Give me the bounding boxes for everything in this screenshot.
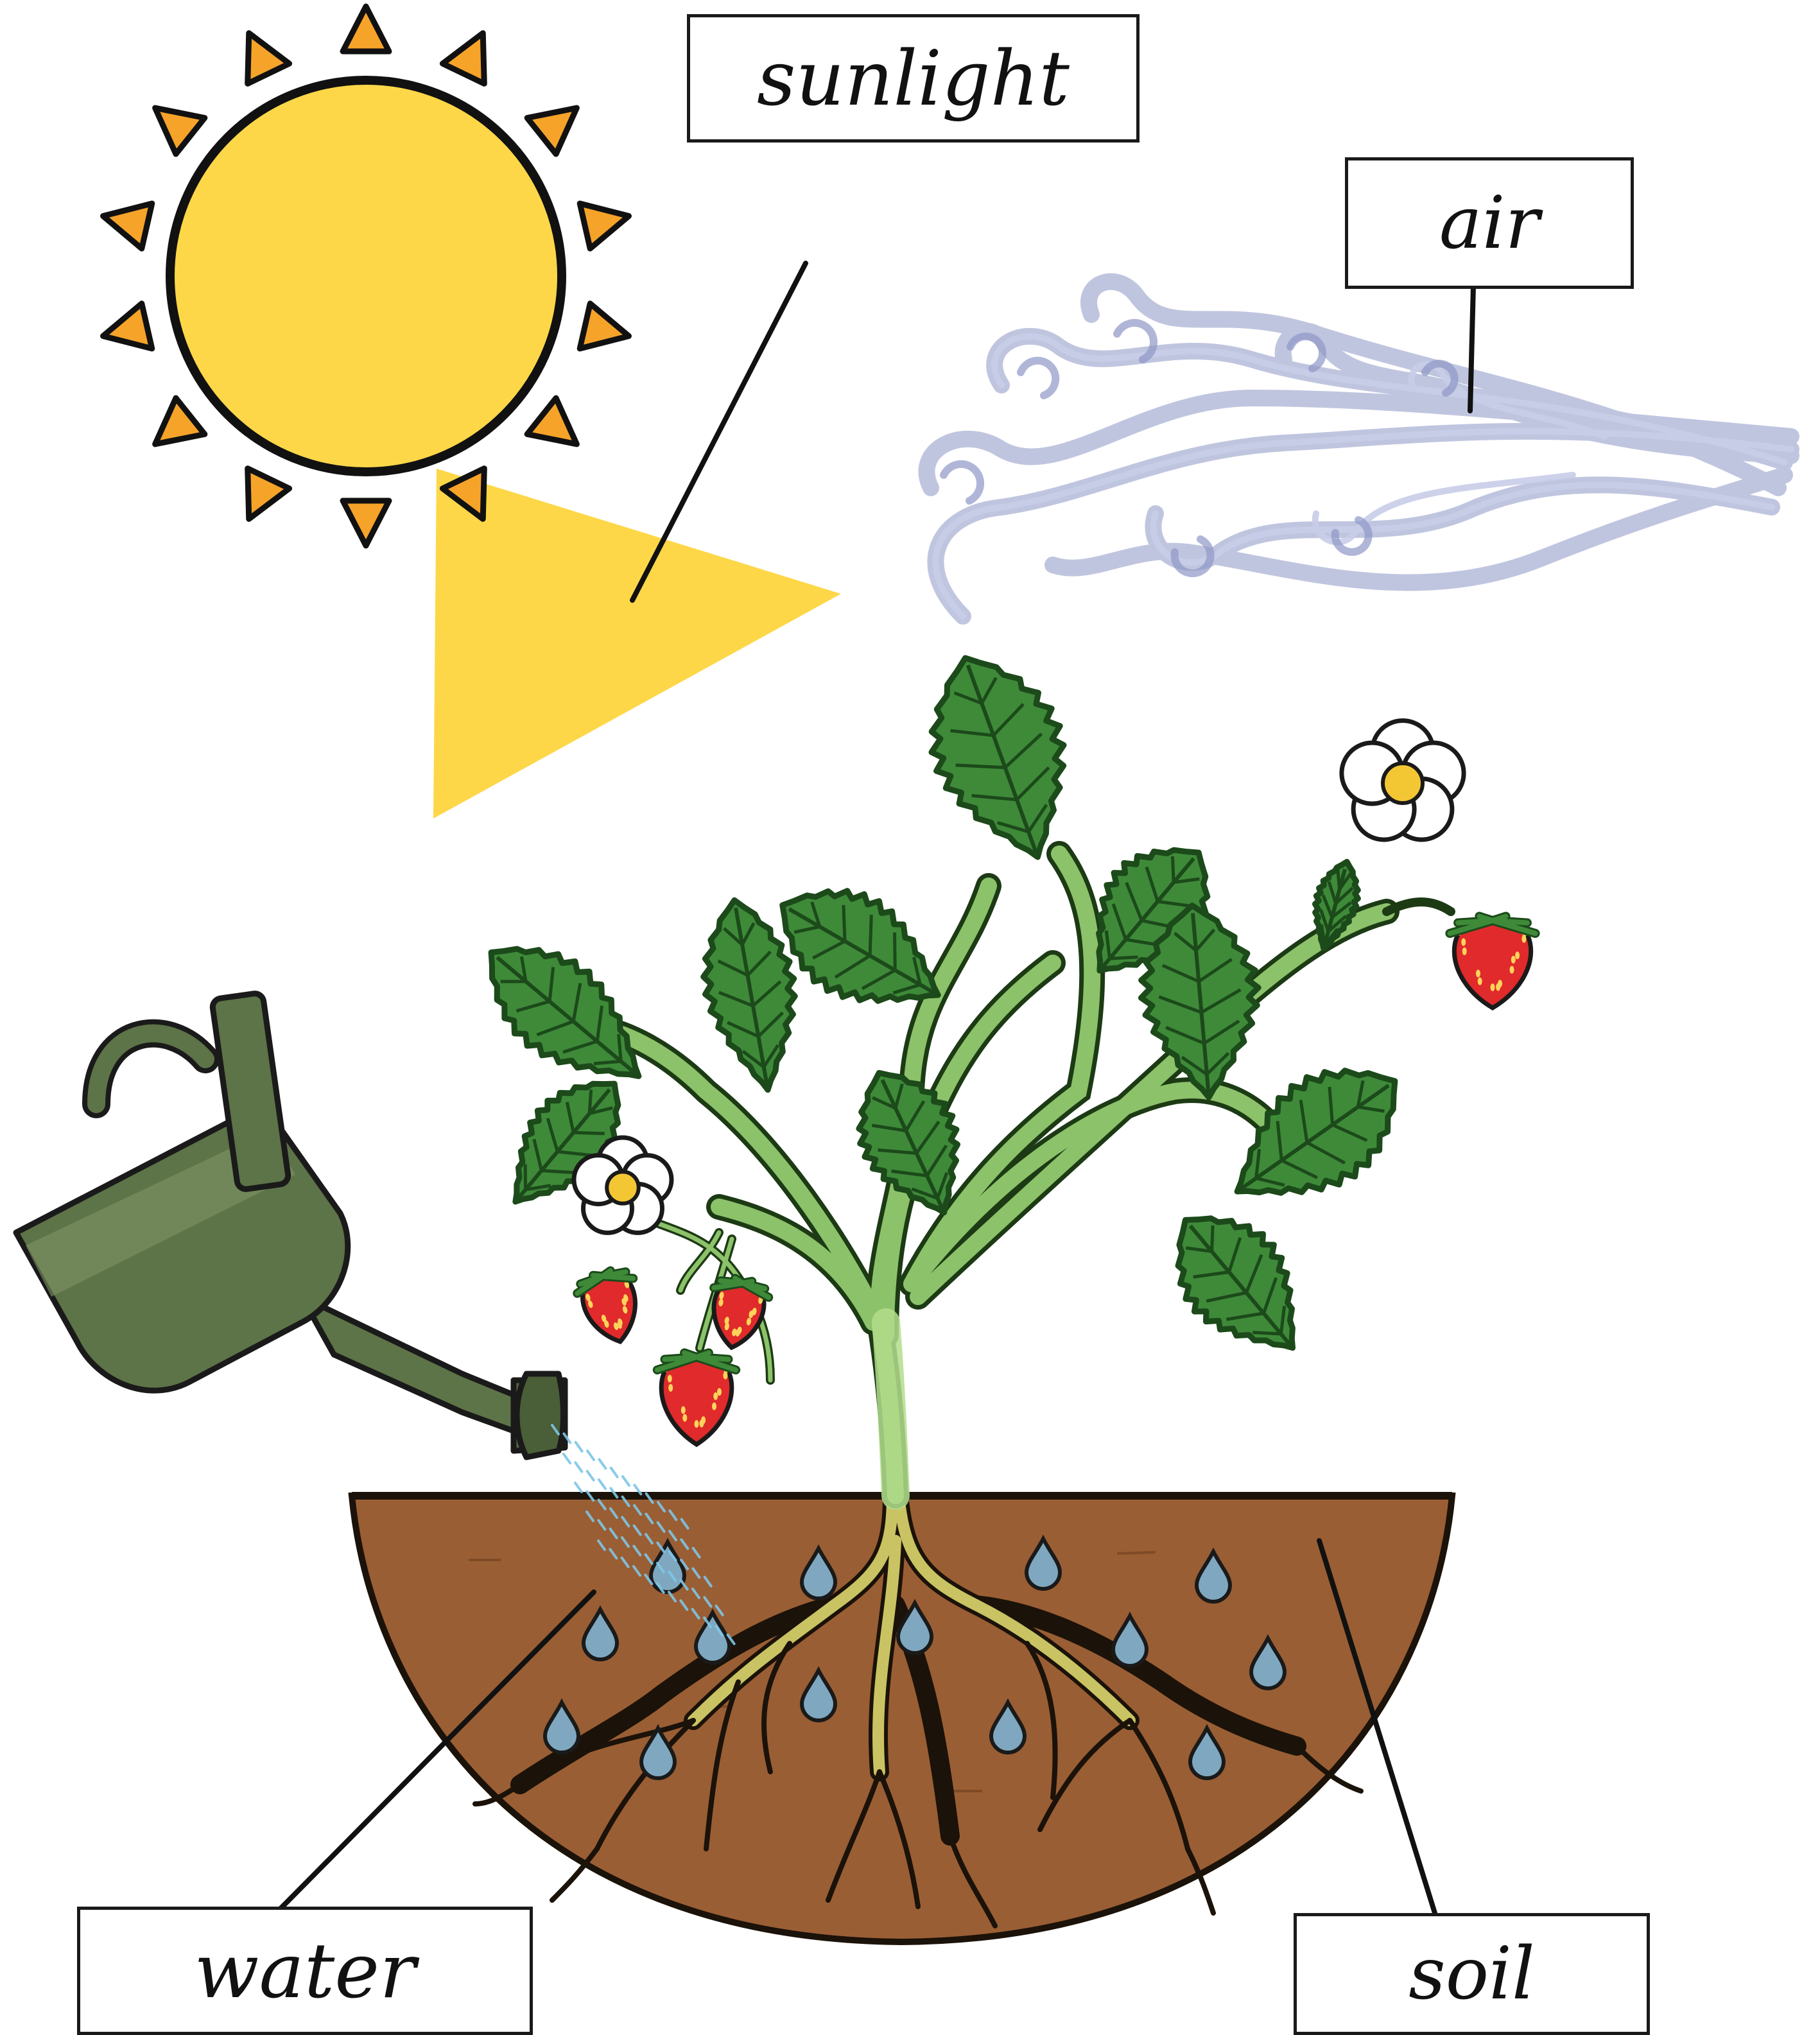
sun-ray — [103, 304, 152, 349]
sun-ray — [580, 204, 628, 248]
sun-ray — [343, 6, 389, 51]
air-leader-line — [1470, 286, 1473, 411]
sun-icon — [103, 6, 629, 546]
leaf — [1206, 1035, 1427, 1236]
label-soil-box: soil — [1294, 1913, 1650, 2035]
flower — [1342, 721, 1464, 840]
sun-ray — [343, 501, 389, 546]
sun-ray — [155, 108, 205, 154]
sun-ray — [527, 398, 576, 444]
sun-ray — [248, 469, 290, 519]
label-water-box: water — [77, 1907, 533, 2035]
strawberry — [657, 1353, 736, 1444]
leaf — [460, 915, 670, 1114]
sun-ray — [580, 304, 628, 349]
sun-ray — [442, 33, 484, 84]
sun-ray — [248, 33, 290, 84]
sun-ray — [527, 108, 576, 154]
label-air: air — [1439, 182, 1539, 265]
air-swirl-icon — [926, 282, 1791, 616]
sun-ray — [155, 398, 205, 444]
strawberry — [1450, 916, 1535, 1008]
sunbeam — [433, 469, 841, 818]
label-water: water — [194, 1927, 415, 2015]
strawberry — [574, 1266, 648, 1349]
strawberry — [704, 1275, 771, 1352]
label-sunlight-box: sunlight — [687, 14, 1140, 143]
sun-ray — [103, 204, 152, 248]
leaf — [903, 636, 1100, 879]
label-soil: soil — [1408, 1932, 1535, 2016]
watering-can-icon — [16, 992, 565, 1457]
leaf — [1145, 1186, 1332, 1381]
sunlight-leader-line — [632, 263, 806, 600]
label-air-box: air — [1345, 157, 1634, 289]
label-sunlight: sunlight — [757, 34, 1070, 123]
